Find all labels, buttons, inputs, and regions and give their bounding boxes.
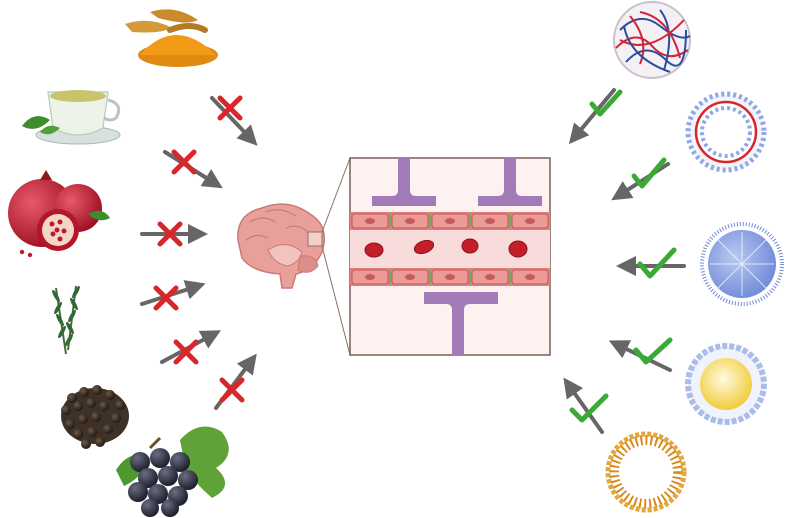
arrow-micelle <box>563 377 604 434</box>
arrow-turmeric <box>210 96 258 146</box>
endothelial-cells-upper <box>350 212 550 230</box>
black-pepper-icon <box>61 385 129 449</box>
cross-icon <box>173 339 199 365</box>
zoom-line-top <box>321 157 351 233</box>
red-blood-cells <box>364 238 528 258</box>
turmeric-icon <box>125 9 218 67</box>
polymeric-nanoparticle-icon <box>613 1 691 79</box>
endothelial-cells-lower <box>350 268 550 286</box>
cross-icon <box>219 377 245 403</box>
natural-compounds <box>8 9 229 517</box>
liposome-icon <box>685 91 767 173</box>
check-icon <box>569 393 609 423</box>
arrow-polymeric-nanoparticle <box>568 88 616 145</box>
rosemary-icon <box>52 285 80 355</box>
check-icon <box>637 247 677 279</box>
dendrimer-icon <box>700 222 784 306</box>
check-icon <box>633 337 673 365</box>
brain-icon <box>237 157 351 356</box>
astrocyte-foot <box>372 158 436 206</box>
cross-icon <box>153 285 179 311</box>
blood-brain-barrier-icon <box>349 157 551 356</box>
zoom-line-bottom <box>321 245 351 356</box>
blocked-marks <box>153 95 245 403</box>
cross-icon <box>171 149 197 175</box>
arrow-liposome <box>611 162 670 201</box>
check-icon <box>631 157 667 189</box>
nanocarriers <box>605 1 784 513</box>
astrocyte-foot <box>424 292 498 355</box>
green-tea-icon <box>22 90 121 145</box>
cross-icon <box>157 221 183 247</box>
pass-marks <box>569 89 677 423</box>
pomegranate-icon <box>8 170 110 258</box>
solid-lipid-nanoparticle-icon <box>685 343 767 425</box>
zoom-box <box>307 231 323 247</box>
check-icon <box>589 89 623 117</box>
astrocyte-foot <box>478 158 542 206</box>
grapes-icon <box>116 426 229 517</box>
cross-icon <box>217 95 243 121</box>
micelle-icon <box>605 431 687 513</box>
